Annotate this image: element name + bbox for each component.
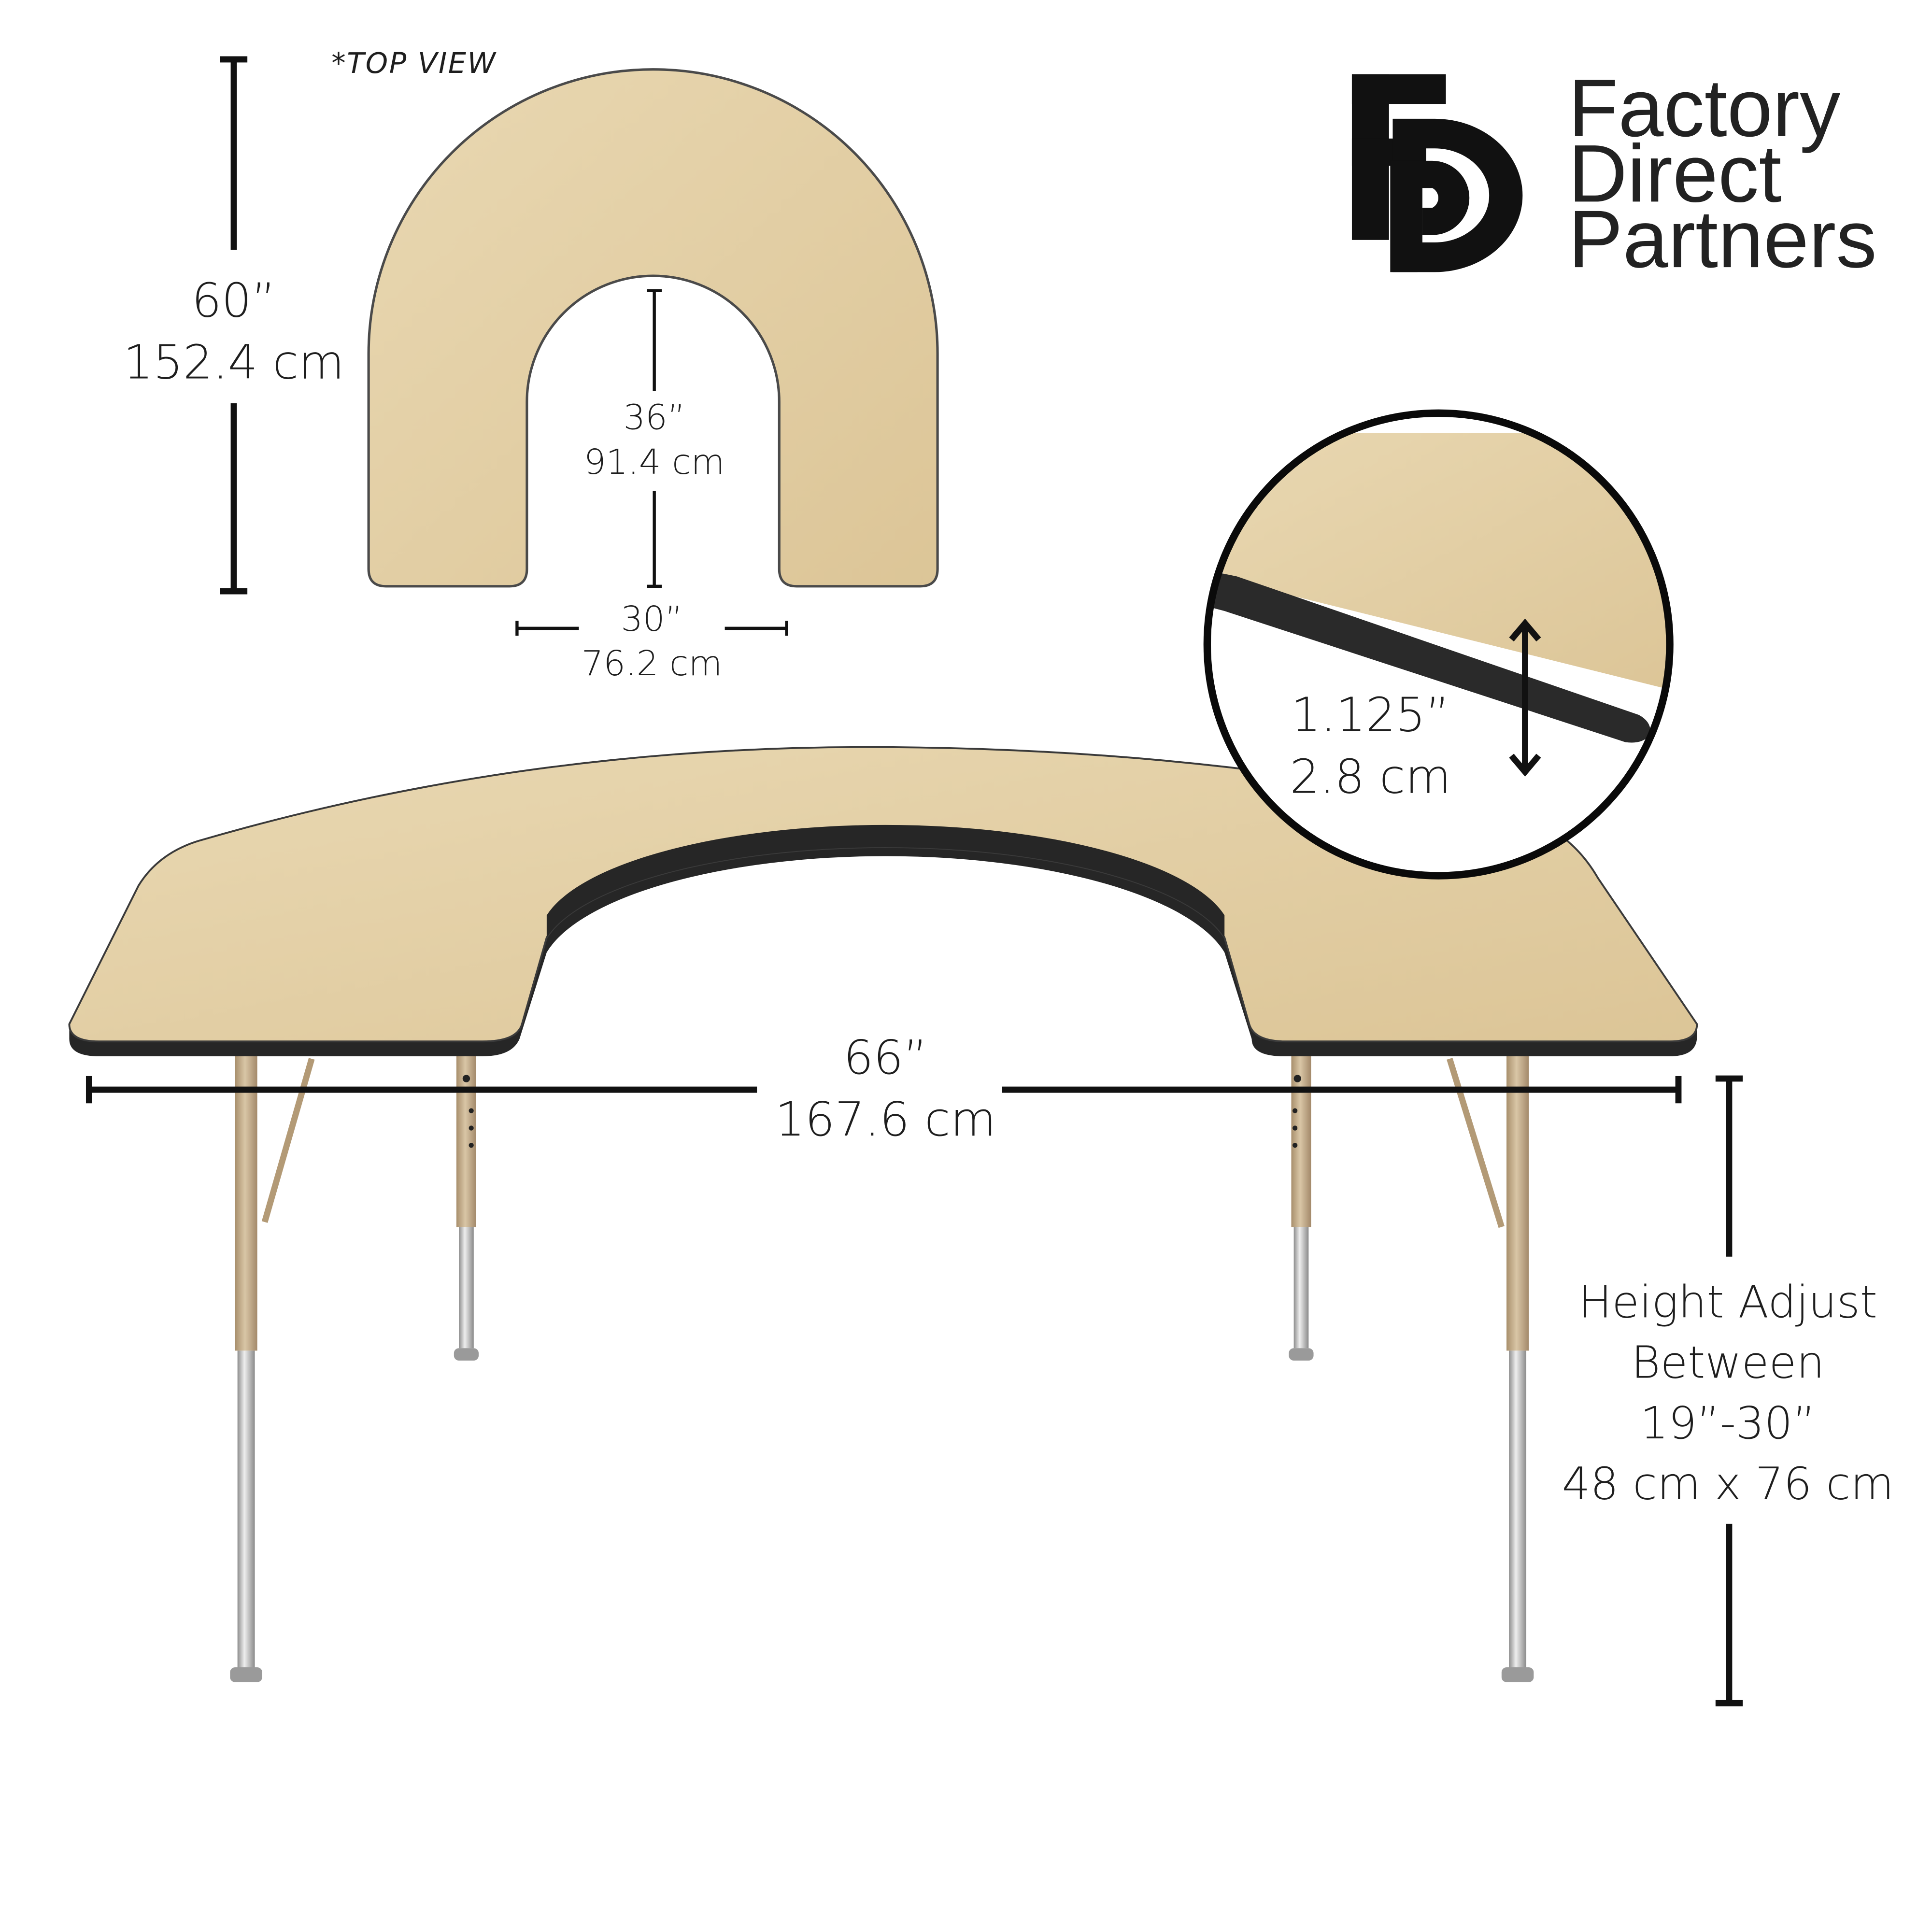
brand-name-line1: Factory <box>1568 62 1841 154</box>
thickness-label-cm: 2.8 cm <box>1290 749 1451 804</box>
height-label-cm: 48 cm x 76 cm <box>1562 1458 1894 1510</box>
inner-depth-label-cm: 91.4 cm <box>584 441 725 482</box>
brand-name-line2: Direct <box>1568 128 1781 219</box>
height-dimension-line <box>1715 1075 1743 1706</box>
back-left-leg <box>454 1053 479 1361</box>
brand-name-line3: Partners <box>1568 193 1877 284</box>
height-label-inches: 19”-30” <box>1640 1397 1816 1449</box>
height-dimension: Height Adjust Between 19”-30” 48 cm x 76… <box>1562 1075 1894 1706</box>
width-dimension-line <box>85 1076 1682 1104</box>
opening-dimension-line <box>515 621 788 636</box>
depth-label-cm: 152.4 cm <box>123 335 344 390</box>
fdp-monogram-icon <box>1351 74 1523 272</box>
depth-label-inches: 60” <box>192 273 276 328</box>
thickness-label-inches: 1.125” <box>1291 687 1450 742</box>
height-label-line1: Height Adjust <box>1578 1276 1877 1328</box>
depth-dimension-line <box>220 56 248 595</box>
front-right-leg <box>1447 1053 1534 1682</box>
width-label-inches: 66” <box>843 1030 927 1085</box>
front-left-leg <box>230 1053 315 1682</box>
edge-thickness-detail: 1.125” 2.8 cm <box>1203 409 1674 880</box>
height-label-line2: Between <box>1631 1336 1824 1389</box>
inner-curve-edge <box>546 824 1225 938</box>
top-view-caption: *TOP VIEW <box>331 46 497 80</box>
inner-depth-dimension-line <box>647 289 662 588</box>
inner-depth-label-inches: 36” <box>623 397 685 438</box>
brand-logo: Factory Direct Partners <box>1351 62 1877 284</box>
thickness-arrow-icon <box>1509 618 1541 777</box>
table-illustration: 66” 167.6 cm <box>68 746 1698 1682</box>
width-label-cm: 167.6 cm <box>775 1092 996 1147</box>
back-right-leg <box>1289 1053 1314 1361</box>
opening-label-inches: 30” <box>621 598 682 639</box>
top-view: 60” 152.4 cm *TOP VIEW 36” 91.4 cm 30” 7… <box>123 46 939 683</box>
edge-band-closeup <box>1207 566 1650 743</box>
top-view-tabletop-shape <box>367 68 939 588</box>
opening-label-cm: 76.2 cm <box>582 643 723 683</box>
